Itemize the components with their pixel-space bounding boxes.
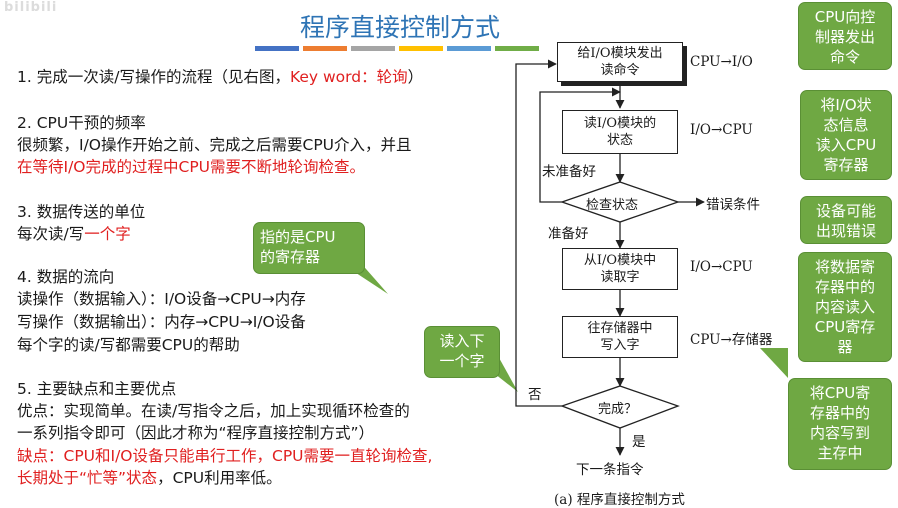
side-label-io-cpu-1: I/O→CPU xyxy=(690,122,753,138)
label-ready: 准备好 xyxy=(548,226,589,242)
callout-r2-line4: 寄存器 xyxy=(823,156,869,174)
section-3-line: 每次读/写一个字 xyxy=(17,223,131,245)
callout-r4-line3: 内容读入 xyxy=(814,298,875,316)
keyword-polling: Key word：轮询 xyxy=(289,68,408,86)
callout-r1-line2: 制器发出 xyxy=(814,28,875,46)
callout-r4-line2: 存器中的 xyxy=(814,278,875,296)
section-2-line1: 很频繁，I/O操作开始之前、完成之后需要CPU介入，并且 xyxy=(17,136,412,154)
callout-r4: 将数据寄 存器中的 内容读入 CPU寄存 器 xyxy=(798,252,892,362)
flow-box-read-status: 读I/O模块的状态 xyxy=(562,110,678,154)
title-bar-segment-5 xyxy=(447,46,491,51)
callout-r3-line2: 出现错误 xyxy=(815,222,876,240)
title-color-bar xyxy=(255,46,539,51)
flow-box-issue-read-line2: 读命令 xyxy=(600,63,640,78)
section-3-heading: 3. 数据传送的单位 xyxy=(17,203,146,221)
section-5-con2: 长期处于“忙等”状态，CPU利用率低。 xyxy=(17,467,282,489)
decision-done-label: 完成？ xyxy=(598,402,638,417)
flow-box-read-status-line1: 读I/O模块的 xyxy=(583,116,657,131)
flow-box-write-memory: 往存储器中写入字 xyxy=(562,316,678,358)
callout-r2-line2: 态信息 xyxy=(823,116,869,134)
title-bar-segment-4 xyxy=(399,46,443,51)
label-error-condition: 错误条件 xyxy=(706,197,760,213)
callout-read-next-line2: 一个字 xyxy=(439,352,485,370)
section-5-heading: 5. 主要缺点和主要优点 xyxy=(17,380,177,398)
section-1: 1. 完成一次读/写操作的流程（见右图，Key word：轮询） xyxy=(17,66,423,88)
section-5-con2-red: 长期处于“忙等”状态 xyxy=(17,469,158,487)
label-no: 否 xyxy=(528,387,542,403)
section-5-pro2: 一系列指令即可（因此才称为“程序直接控制方式”） xyxy=(17,424,375,442)
side-label-cpu-io: CPU→I/O xyxy=(690,54,753,70)
section-3-highlight: 一个字 xyxy=(84,225,131,243)
callout-r5-tail xyxy=(760,348,788,378)
side-label-io-cpu-2: I/O→CPU xyxy=(690,259,753,275)
title-bar-segment-3 xyxy=(351,46,395,51)
section-1-suffix: ） xyxy=(407,68,424,86)
flow-box-issue-read-line1: 给I/O模块发出 xyxy=(577,46,663,61)
page-title: 程序直接控制方式 xyxy=(299,13,500,42)
label-yes: 是 xyxy=(632,434,646,450)
callout-r2-line1: 将I/O状 xyxy=(820,96,872,114)
section-5-con2-rest: ，CPU利用率低。 xyxy=(157,469,282,487)
callout-register-line1: 指的是CPU xyxy=(260,228,336,246)
callout-register: 指的是CPU 的寄存器 xyxy=(253,222,365,274)
callout-r5-line1: 将CPU寄 xyxy=(809,384,871,402)
decision-done-shape xyxy=(560,385,680,429)
callout-read-next: 读入下 一个字 xyxy=(424,326,500,378)
section-4-line2: 写操作（数据输出）：内存→CPU→I/O设备 xyxy=(17,313,306,331)
callout-r3: 设备可能 出现错误 xyxy=(800,196,892,244)
callout-r1: CPU向控 制器发出 命令 xyxy=(798,2,892,70)
section-4-line3: 每个字的读/写都需要CPU的帮助 xyxy=(17,336,240,354)
label-not-ready: 未准备好 xyxy=(542,164,596,180)
flow-box-write-memory-line2: 写入字 xyxy=(600,338,640,353)
callout-r5-line3: 内容写到 xyxy=(809,424,870,442)
section-1-text: 1. 完成一次读/写操作的流程（见右图， xyxy=(17,68,290,86)
callout-r4-line1: 将数据寄 xyxy=(814,258,875,276)
title-bar-segment-1 xyxy=(255,46,299,51)
callout-r4-line5: 器 xyxy=(837,338,853,356)
callout-r5-line2: 存器中的 xyxy=(809,404,870,422)
section-5-pro1: 优点：实现简单。在读/写指令之后，加上实现循环检查的 xyxy=(17,402,410,420)
flow-box-read-word-line1: 从I/O模块中 xyxy=(583,253,657,268)
decision-check-status-shape xyxy=(560,181,680,223)
callout-r1-line3: 命令 xyxy=(829,48,860,66)
side-label-cpu-memory: CPU→存储器 xyxy=(690,332,773,348)
flow-box-read-word-line2: 读取字 xyxy=(600,270,640,285)
callout-r3-line1: 设备可能 xyxy=(815,202,876,220)
callout-register-line2: 的寄存器 xyxy=(260,248,321,266)
callout-r2: 将I/O状 态信息 读入CPU 寄存器 xyxy=(800,90,892,180)
section-2-heading: 2. CPU干预的频率 xyxy=(17,114,146,132)
decision-check-status-label: 检查状态 xyxy=(586,198,639,213)
flow-box-issue-read: 给I/O模块发出读命令 xyxy=(557,42,683,82)
section-4-line1: 读操作（数据输入）：I/O设备→CPU→内存 xyxy=(17,290,306,308)
flow-box-write-memory-line1: 往存储器中 xyxy=(587,321,653,336)
title-bar-segment-6 xyxy=(495,46,539,51)
bilibili-logo: bilibili xyxy=(4,0,58,15)
flow-box-read-status-line2: 状态 xyxy=(606,133,633,148)
callout-r2-line3: 读入CPU xyxy=(815,136,877,154)
flow-box-read-word: 从I/O模块中读取字 xyxy=(562,248,678,290)
callout-r4-line4: CPU寄存 xyxy=(814,318,876,336)
diagram-caption: (a) 程序直接控制方式 xyxy=(554,492,685,508)
callout-r5-line4: 主存中 xyxy=(817,444,863,462)
section-3-prefix: 每次读/写 xyxy=(17,225,85,243)
callout-r1-line1: CPU向控 xyxy=(814,8,876,26)
section-5-con1: 缺点：CPU和I/O设备只能串行工作，CPU需要一直轮询检查, xyxy=(17,447,433,465)
label-next-instruction: 下一条指令 xyxy=(576,462,644,478)
callout-r5: 将CPU寄 存器中的 内容写到 主存中 xyxy=(788,378,892,470)
title-bar-segment-2 xyxy=(303,46,347,51)
section-4-heading: 4. 数据的流向 xyxy=(17,268,115,286)
section-2-line2: 在等待I/O完成的过程中CPU需要不断地轮询检查。 xyxy=(17,158,366,176)
callout-read-next-line1: 读入下 xyxy=(439,332,485,350)
